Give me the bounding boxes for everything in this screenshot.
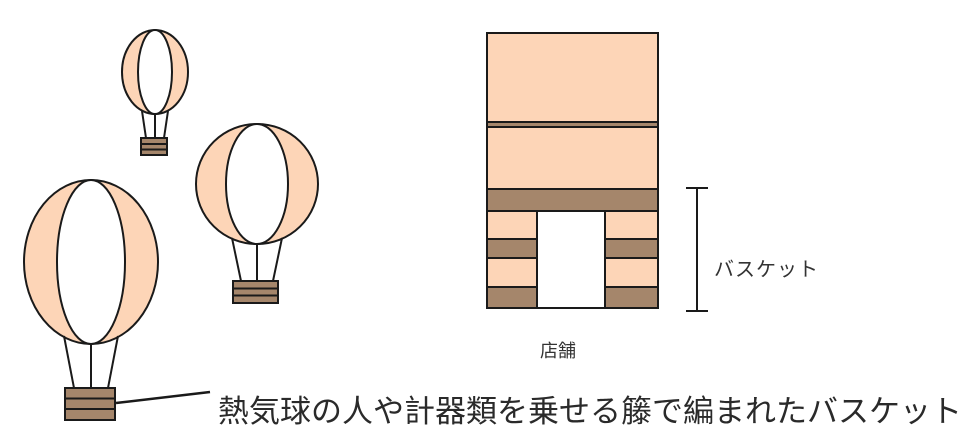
balloon-basket: [140, 137, 168, 156]
caption: 熱気球の人や計器類を乗せる籐で編まれたバスケット: [218, 394, 962, 430]
balloon-envelope-stripe: [56, 179, 126, 345]
store-building: [486, 32, 659, 309]
balloon-envelope-stripe: [137, 29, 173, 115]
balloon-basket: [64, 387, 116, 421]
hot-air-balloon-small: [121, 29, 189, 156]
store-brick-left: [486, 286, 538, 309]
store-trim: [486, 121, 659, 128]
store-brick-left: [486, 238, 538, 259]
store-label: 店舗: [540, 341, 576, 362]
hot-air-balloon-large: [23, 179, 159, 421]
store-brick-band: [486, 188, 659, 212]
hot-air-balloon-medium: [195, 123, 319, 304]
basket-dimension-bracket: [686, 187, 708, 312]
balloon-rope: [231, 237, 242, 282]
store-brick-right: [604, 238, 659, 259]
balloon-rope: [141, 110, 147, 139]
balloon-basket: [232, 280, 279, 304]
balloon-rope: [272, 237, 283, 282]
balloon-rope: [107, 335, 119, 389]
basket-label: バスケット: [714, 257, 819, 281]
balloon-envelope-stripe: [225, 123, 289, 245]
store-doorway: [536, 210, 606, 309]
balloon-rope: [163, 110, 169, 139]
caption-leader-line: [115, 390, 211, 405]
balloon-rope: [63, 335, 75, 389]
store-brick-right: [604, 286, 659, 309]
